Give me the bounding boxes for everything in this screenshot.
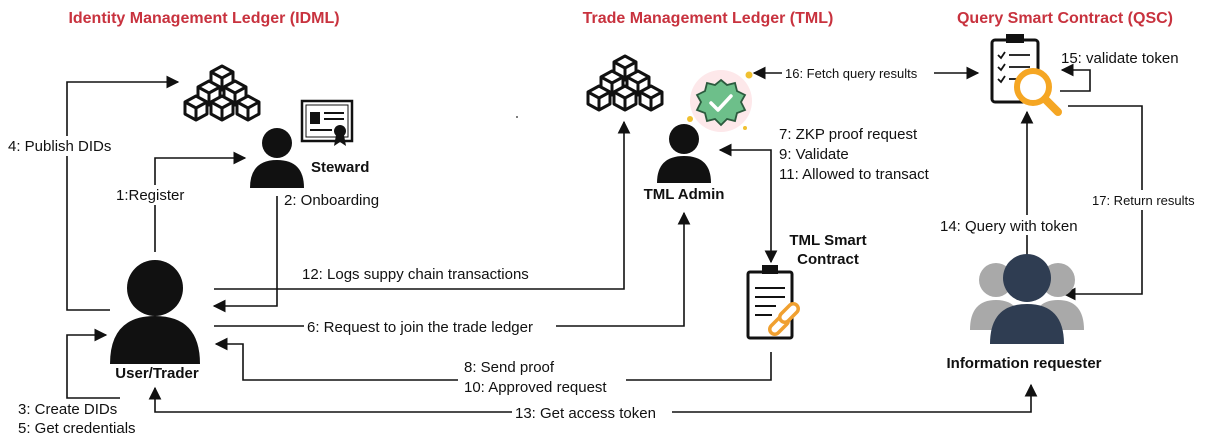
edge-send-proof bbox=[214, 337, 772, 381]
ledger-blocks-icon bbox=[588, 56, 662, 110]
ledger-blocks-icon bbox=[185, 66, 259, 120]
smart-contract-icon bbox=[746, 265, 800, 340]
user-trader-label: User/Trader bbox=[115, 365, 199, 382]
step-publish-dids: 4: Publish DIDs bbox=[8, 138, 111, 155]
edge-register bbox=[154, 151, 247, 252]
step-fetch-results: 16: Fetch query results bbox=[785, 66, 918, 81]
badge-check-icon bbox=[687, 70, 753, 132]
idml-title: Identity Management Ledger (IDML) bbox=[68, 10, 339, 27]
steward-label: Steward bbox=[311, 159, 369, 176]
group-icon bbox=[970, 254, 1084, 344]
step-register: 1:Register bbox=[116, 187, 184, 204]
tml-smart-contract-label-2: Contract bbox=[797, 251, 859, 268]
step-logs-transactions: 12: Logs suppy chain transactions bbox=[302, 266, 529, 283]
edge-logs-transactions bbox=[214, 120, 631, 290]
step-validate: 9: Validate bbox=[779, 146, 849, 163]
edge-onboarding bbox=[212, 196, 278, 313]
stray-dot bbox=[516, 116, 518, 118]
step-approved-request: 10: Approved request bbox=[464, 379, 607, 396]
person-icon bbox=[250, 128, 304, 188]
edge-publish-dids bbox=[66, 75, 180, 311]
step-onboarding: 2: Onboarding bbox=[284, 192, 379, 209]
step-return-results: 17: Return results bbox=[1092, 193, 1195, 208]
step-get-credentials: 5: Get credentials bbox=[18, 420, 136, 437]
step-get-access-token: 13: Get access token bbox=[515, 405, 656, 422]
tml-title: Trade Management Ledger (TML) bbox=[583, 10, 834, 27]
person-icon bbox=[657, 124, 711, 183]
step-create-dids: 3: Create DIDs bbox=[18, 401, 117, 418]
step-request-join: 6: Request to join the trade ledger bbox=[307, 319, 533, 336]
step-zkp-request: 7: ZKP proof request bbox=[779, 126, 918, 143]
step-validate-token: 15: validate token bbox=[1061, 50, 1179, 67]
information-requester-label: Information requester bbox=[946, 355, 1101, 372]
edge-validate-token bbox=[1060, 63, 1091, 92]
person-icon bbox=[110, 260, 200, 364]
step-send-proof: 8: Send proof bbox=[464, 359, 555, 376]
edge-create-dids bbox=[66, 328, 120, 399]
step-query-token: 14: Query with token bbox=[940, 218, 1078, 235]
step-allowed-transact: 11: Allowed to transact bbox=[779, 166, 930, 183]
qsc-title: Query Smart Contract (QSC) bbox=[957, 10, 1173, 27]
edge-zkp-request bbox=[718, 143, 778, 264]
certificate-icon bbox=[300, 99, 354, 146]
tml-admin-label: TML Admin bbox=[644, 186, 725, 203]
tml-smart-contract-label-1: TML Smart bbox=[789, 232, 866, 249]
query-document-icon bbox=[990, 34, 1062, 116]
